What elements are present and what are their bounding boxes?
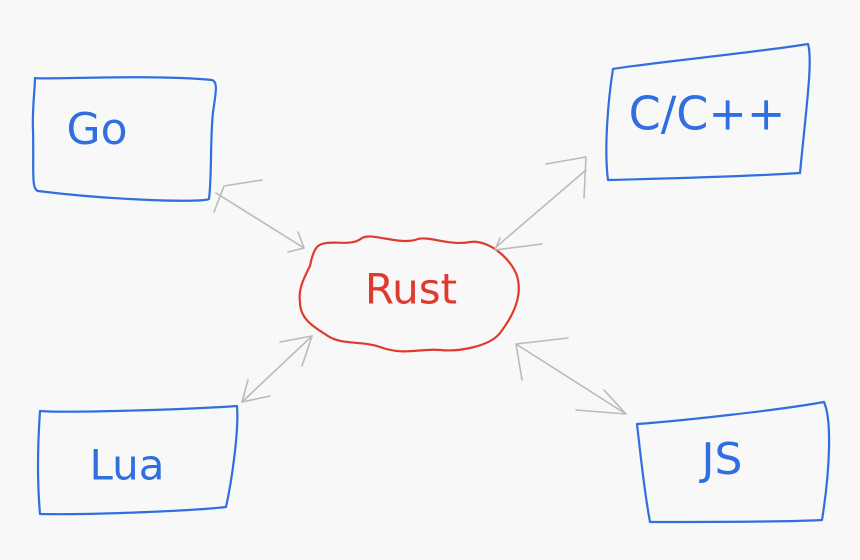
node-c-label: C/C++	[629, 87, 786, 141]
node-center: Rust	[298, 235, 520, 353]
node-c-box	[605, 42, 811, 182]
arrow-center-lua	[241, 335, 313, 403]
arrow-center-c-head-center	[494, 237, 543, 251]
node-c: C/C++	[605, 42, 811, 182]
arrow-center-go	[213, 179, 305, 253]
arrow-center-lua-shaft	[241, 335, 313, 403]
node-center-cloud	[298, 235, 520, 353]
node-lua: Lua	[37, 404, 239, 516]
arrow-center-c	[494, 156, 587, 251]
node-center-label: Rust	[365, 265, 457, 314]
arrow-center-js-head-center	[515, 337, 569, 381]
arrow-center-js-shaft	[515, 343, 627, 415]
arrow-center-js-head-js	[575, 389, 627, 415]
arrow-center-js	[515, 337, 627, 415]
node-js-label: JS	[699, 434, 743, 485]
arrows	[213, 156, 627, 415]
arrow-center-c-shaft	[494, 169, 587, 249]
arrow-center-go-shaft	[215, 192, 305, 249]
node-js-box	[635, 400, 831, 524]
arrow-center-c-head-c	[545, 156, 587, 199]
arrow-center-go-head-go	[213, 179, 263, 213]
node-go-box	[31, 76, 217, 202]
node-lua-label: Lua	[89, 441, 164, 490]
node-go-label: Go	[66, 104, 127, 155]
node-go: Go	[31, 76, 217, 202]
arrow-center-go-head-center	[287, 231, 305, 253]
node-js: JS	[635, 400, 831, 524]
arrow-center-lua-head-center	[279, 335, 313, 367]
arrow-center-lua-head-lua	[241, 379, 271, 403]
node-lua-box	[37, 404, 239, 516]
